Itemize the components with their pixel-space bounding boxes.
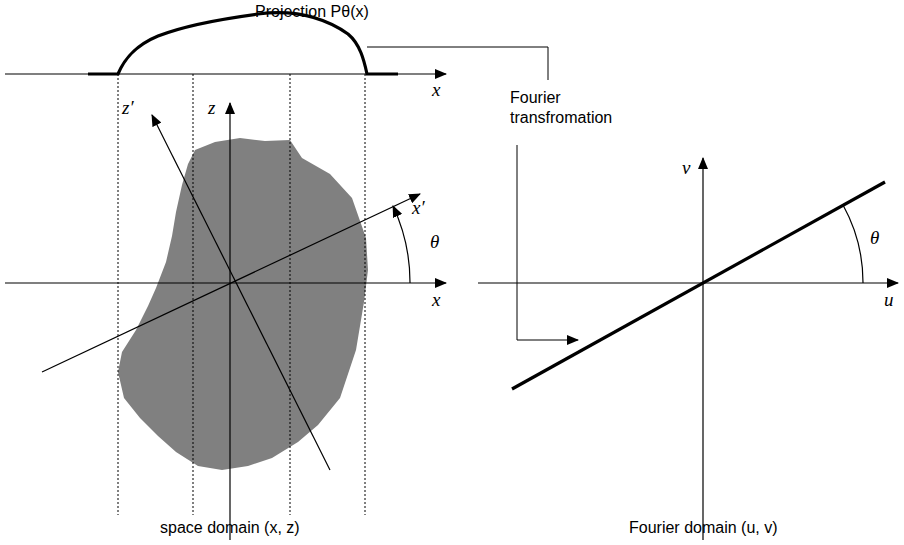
process-label: Fourier transfromation [510,88,622,128]
flow-arrow [517,145,578,340]
projection-rays [118,74,365,515]
domain-caption: space domain (x, z) [160,518,300,538]
axis-label: x [432,290,440,310]
axis-label: x [432,80,440,100]
axis-label: z′ [122,98,134,118]
axis-label: v [682,158,690,178]
angle-arc [393,206,410,283]
projection-label: Projection Pθ(x) [255,2,369,22]
rotated-axis [42,194,420,372]
object-shape [118,138,368,470]
angle-label: θ [430,232,439,252]
ray [365,74,366,515]
projection-curve [88,13,398,74]
domain-caption: Fourier domain (u, v) [629,518,778,538]
rotated-axis [152,115,330,470]
ray [193,74,194,515]
axis [478,282,898,283]
axis [5,282,446,283]
axis [702,158,703,540]
axis-label: u [884,290,894,310]
axis [229,103,230,540]
fourier-slice [512,182,885,389]
flow-line [367,47,548,80]
angle-label: θ [870,228,879,248]
angle-arc [843,205,863,283]
axis-label: z [208,98,215,118]
ray [290,74,291,515]
ray [118,74,119,515]
axis-label: x′ [412,198,425,218]
